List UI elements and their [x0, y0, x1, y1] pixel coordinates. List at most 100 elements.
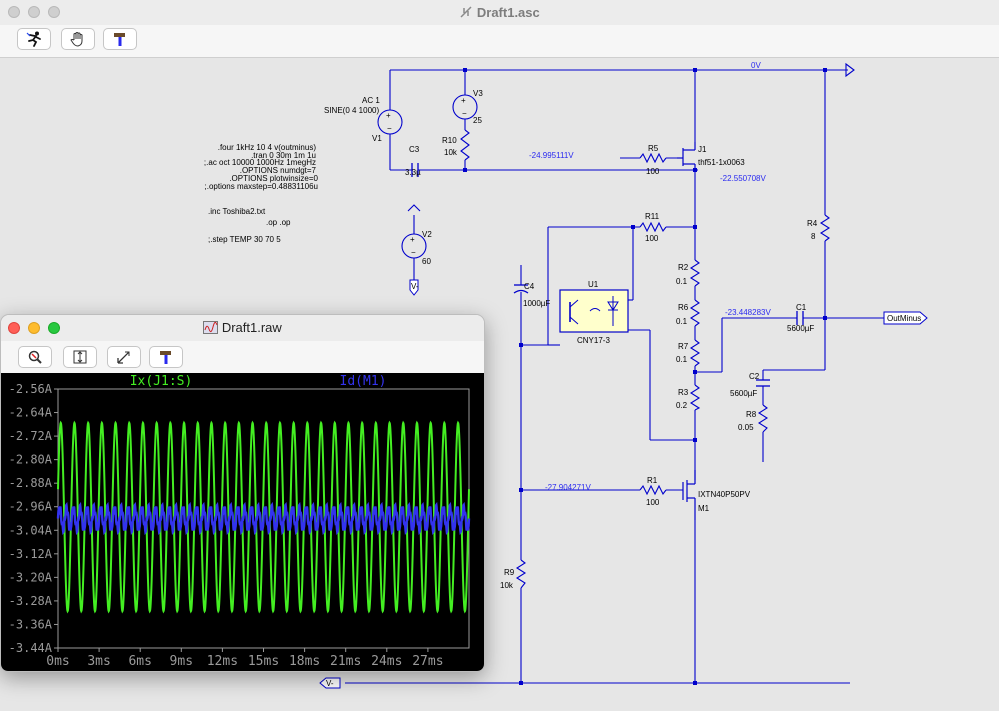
autorange-button[interactable] — [63, 346, 97, 368]
r11-name: R11 — [645, 212, 660, 221]
r4-symbol[interactable] — [819, 214, 831, 242]
y-tick-label: -2.80A — [9, 453, 53, 467]
waveform-plot[interactable]: -2.56A-2.64A-2.72A-2.80A-2.88A-2.96A-3.0… — [1, 373, 484, 671]
m1-model: IXTN40P50PV — [698, 490, 751, 499]
c3-value: 3.3µ — [405, 168, 421, 177]
y-tick-label: -3.44A — [9, 641, 53, 655]
c2-value: 5600µF — [730, 389, 757, 398]
main-window-title: Draft1.asc — [0, 5, 999, 20]
r3-symbol[interactable] — [689, 384, 701, 411]
directive-inc[interactable]: .inc Toshiba2.txt — [208, 207, 266, 216]
r8-symbol[interactable] — [757, 404, 769, 433]
pan-hand-icon — [70, 32, 83, 47]
r5-name: R5 — [648, 144, 659, 153]
v1-value: SINE(0 4 1000) — [324, 106, 379, 115]
r9-symbol[interactable] — [515, 559, 527, 589]
directive-ac[interactable]: ;.ac oct 10000 1000Hz 1megHz — [204, 158, 316, 167]
waveform-close-button[interactable] — [8, 322, 20, 334]
v1-source-symbol[interactable] — [377, 109, 403, 135]
waveform-minimize-button[interactable] — [28, 322, 40, 334]
c2-name: C2 — [749, 372, 760, 381]
spice-directives: .four 1kHz 10 4 v(outminus) .tran 0 30m … — [204, 143, 319, 191]
y-tick-label: -3.20A — [9, 570, 53, 584]
r11-value: 100 — [645, 234, 659, 243]
hammer-button[interactable] — [103, 28, 137, 50]
cursor-button[interactable] — [107, 346, 141, 368]
node-voltage-j1-gate: -24.995111V — [529, 151, 574, 160]
minimize-window-button[interactable] — [28, 6, 40, 18]
waveform-file-icon — [203, 321, 219, 334]
r11-symbol[interactable] — [639, 221, 667, 233]
waveform-window[interactable]: Draft1.raw — [0, 314, 485, 672]
hammer-icon — [160, 351, 171, 364]
r6-name: R6 — [678, 303, 689, 312]
c3-name: C3 — [409, 145, 420, 154]
schematic-file-icon — [460, 6, 472, 18]
schematic-wires — [345, 69, 888, 684]
r5-symbol[interactable] — [639, 152, 667, 164]
r2-value: 0.1 — [676, 277, 688, 286]
directive-tran[interactable]: .tran 0 30m 1m 1u — [251, 151, 316, 160]
y-tick-label: -2.64A — [9, 406, 53, 420]
r10-symbol[interactable] — [460, 129, 470, 161]
svg-text:−: − — [387, 124, 392, 133]
directive-four[interactable]: .four 1kHz 10 4 v(outminus) — [218, 143, 317, 152]
r9-name: R9 — [504, 568, 515, 577]
svg-text:+: + — [461, 96, 466, 105]
pan-button[interactable] — [61, 28, 95, 50]
legend-series-1[interactable]: Ix(J1:S) — [130, 374, 193, 389]
x-tick-label: 18ms — [289, 654, 320, 669]
c1-name: C1 — [796, 303, 807, 312]
legend-series-2[interactable]: Id(M1) — [340, 374, 387, 389]
waveform-zoom-button[interactable] — [48, 322, 60, 334]
c1-value: 5600µF — [787, 324, 814, 333]
outminus-label: OutMinus — [887, 314, 921, 323]
r7-value: 0.1 — [676, 355, 688, 364]
run-button[interactable] — [17, 28, 51, 50]
bottom-rail-label: V- — [326, 679, 334, 688]
directive-op[interactable]: .op .op — [266, 218, 291, 227]
waveform-hammer-button[interactable] — [149, 346, 183, 368]
v2-plus-arrow — [407, 204, 421, 212]
outminus-port[interactable] — [883, 311, 928, 325]
v3-name: V3 — [473, 89, 483, 98]
v3-value: 25 — [473, 116, 482, 125]
r4-value: 8 — [811, 232, 816, 241]
r6-value: 0.1 — [676, 317, 688, 326]
r2-symbol[interactable] — [689, 259, 701, 287]
v2-source-symbol[interactable] — [401, 233, 427, 259]
r6-symbol[interactable] — [689, 299, 701, 327]
r7-symbol[interactable] — [689, 339, 701, 367]
main-title-bar: Draft1.asc — [0, 0, 999, 26]
r1-symbol[interactable] — [639, 484, 667, 496]
close-window-button[interactable] — [8, 6, 20, 18]
zoom-window-button[interactable] — [48, 6, 60, 18]
v3-source-symbol[interactable] — [452, 94, 478, 120]
y-tick-label: -2.88A — [9, 476, 53, 490]
directive-step[interactable]: ;.step TEMP 30 70 5 — [208, 235, 281, 244]
schematic-junctions — [463, 68, 827, 685]
directive-options-numdgt[interactable]: .OPTIONS numdgt=7 — [240, 166, 317, 175]
j1-model: thf51-1x0063 — [698, 158, 745, 167]
v2-v-minus-flag[interactable] — [409, 279, 419, 296]
directive-options-plotwinsize[interactable]: .OPTIONS plotwinsize=0 — [229, 174, 318, 183]
hammer-icon — [114, 33, 125, 46]
svg-text:−: − — [411, 248, 416, 257]
zoom-button[interactable] — [18, 346, 52, 368]
v2-flag-label: V- — [411, 282, 419, 291]
j1-jfet-symbol[interactable] — [677, 142, 696, 170]
u1-name: U1 — [588, 280, 599, 289]
r3-name: R3 — [678, 388, 689, 397]
directive-options-maxstep[interactable]: ;.options maxstep=0.48831106u — [205, 182, 319, 191]
j1-name: J1 — [698, 145, 707, 154]
r3-value: 0.2 — [676, 401, 688, 410]
u1-optocoupler-symbol[interactable] — [559, 289, 629, 333]
v2-name: V2 — [422, 230, 432, 239]
node-voltage-m1-gate: -27.904271V — [545, 483, 591, 492]
v1-name: V1 — [372, 134, 382, 143]
schematic-canvas[interactable]: +− +− +− — [0, 58, 999, 706]
r5-value: 100 — [646, 167, 660, 176]
m1-mosfet-symbol[interactable] — [682, 470, 696, 520]
v1-ac-label: AC 1 — [362, 96, 380, 105]
v-minus-port[interactable] — [319, 677, 341, 689]
